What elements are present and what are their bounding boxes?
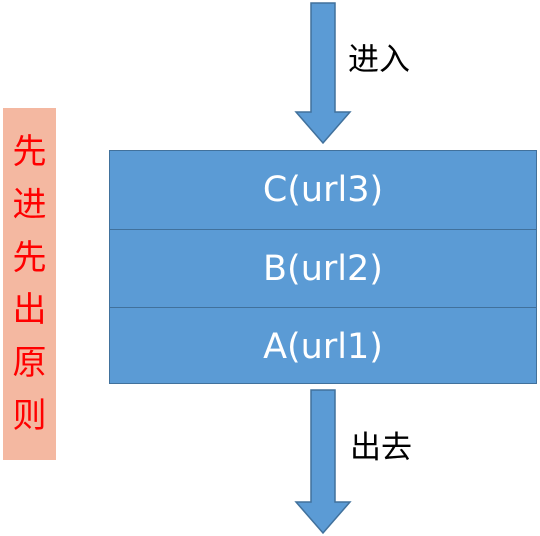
principle-char: 先 <box>12 131 47 172</box>
queue-stack: C(url3) B(url2) A(url1) <box>109 150 537 384</box>
principle-char: 先 <box>12 237 47 278</box>
exit-arrow-icon <box>294 389 352 535</box>
queue-item: B(url2) <box>110 229 536 307</box>
queue-item: C(url3) <box>262 170 384 210</box>
principle-char: 进 <box>12 184 47 225</box>
queue-item: A(url1) <box>110 307 536 385</box>
enter-arrow-icon <box>294 2 352 145</box>
principle-char: 出 <box>12 290 47 331</box>
principle-char: 则 <box>12 396 47 437</box>
exit-label: 出去 <box>350 430 412 466</box>
principle-char: 原 <box>12 343 47 384</box>
principle-label: 先 进 先 出 原 则 <box>3 108 56 460</box>
enter-label: 进入 <box>348 42 410 78</box>
